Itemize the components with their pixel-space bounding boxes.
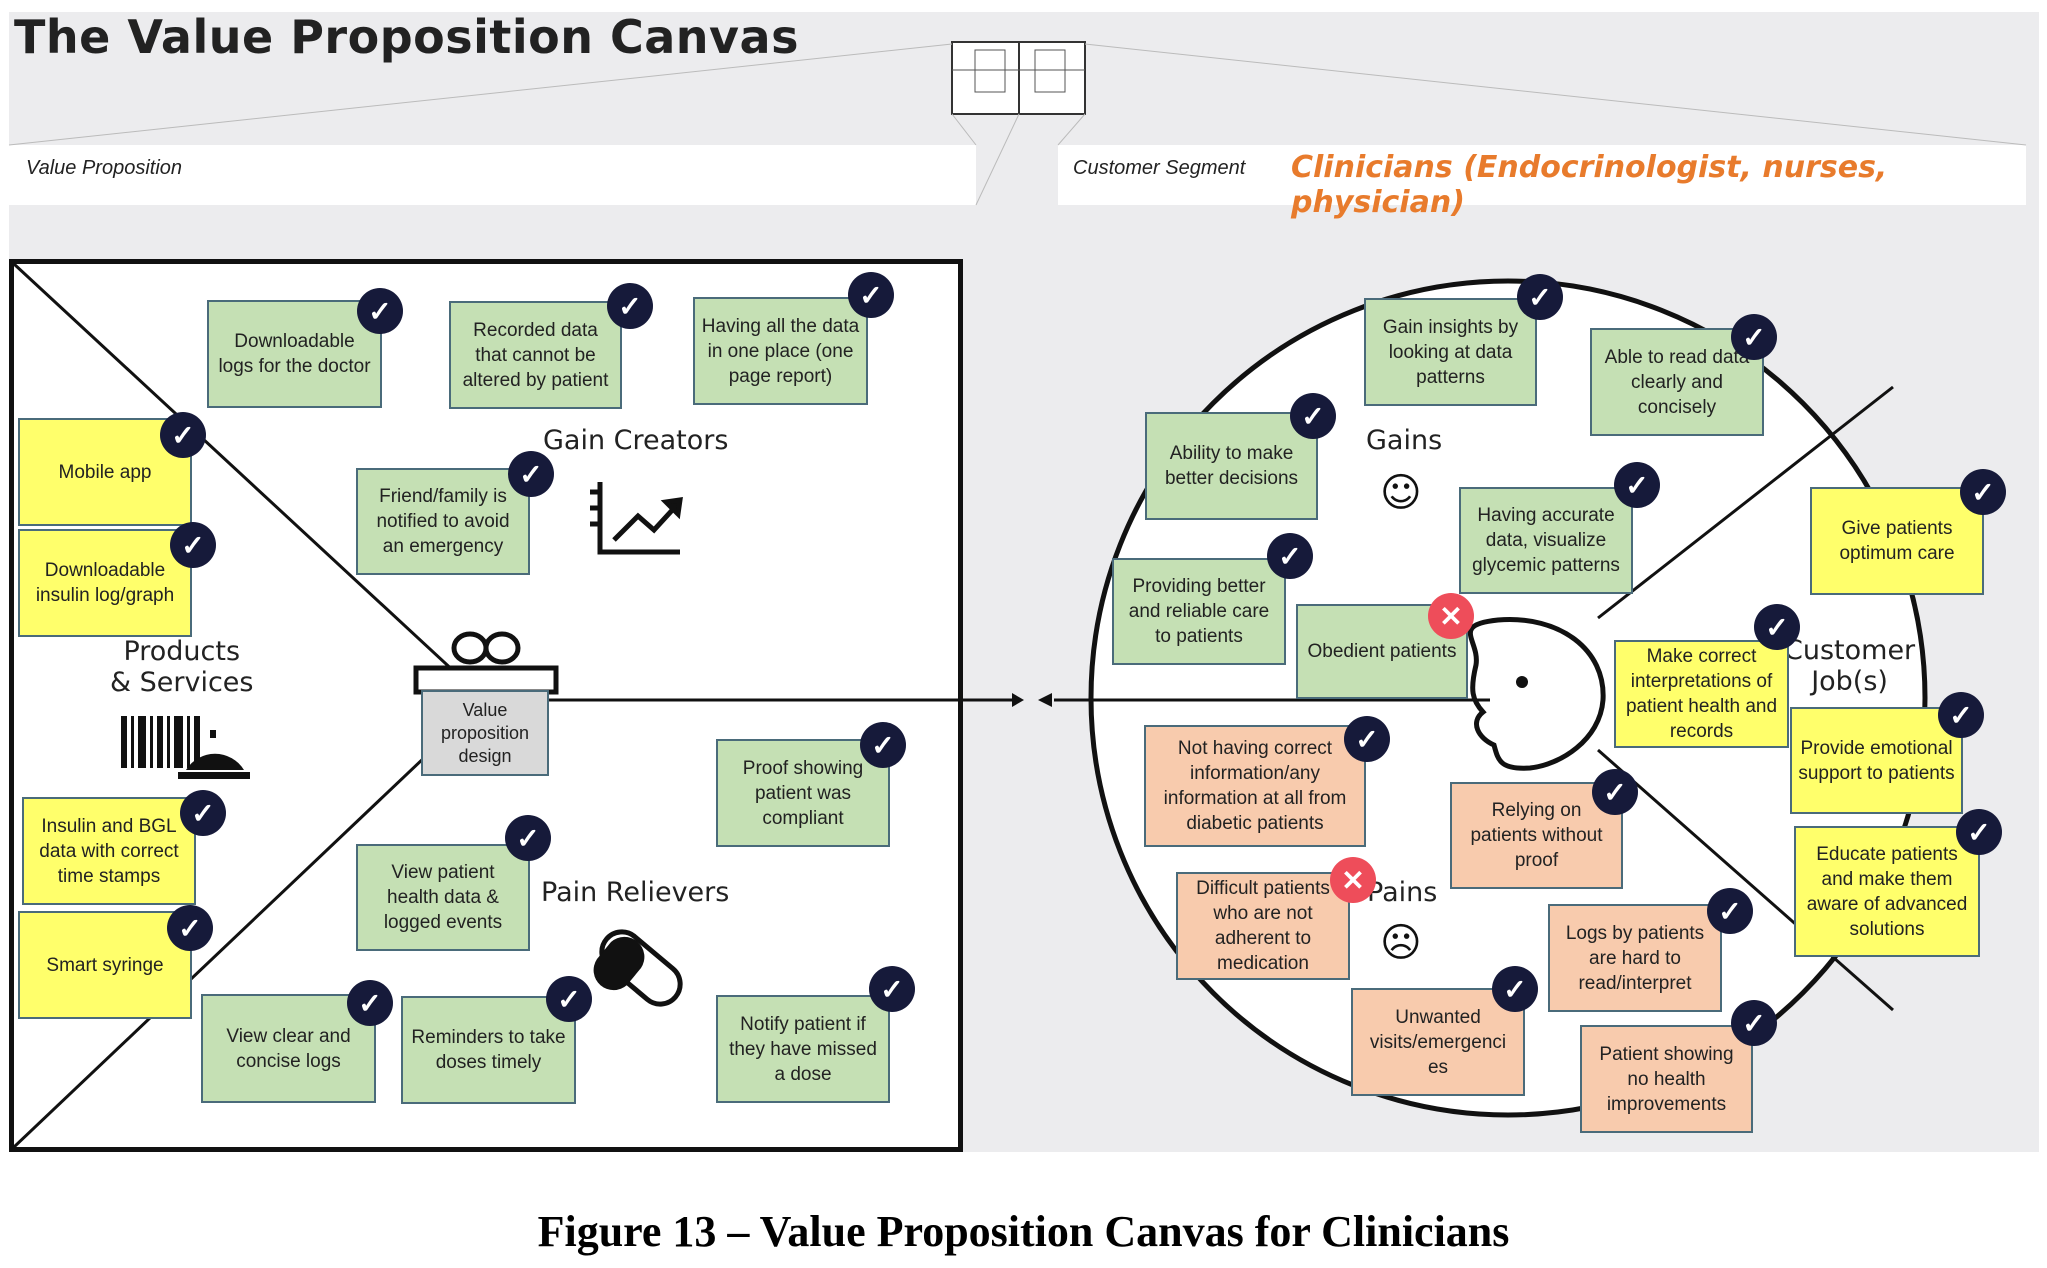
sticky-note: Having all the data in one place (one pa…: [693, 297, 868, 405]
check-icon: ✓: [167, 905, 213, 951]
check-icon: ✓: [347, 980, 393, 1026]
check-icon: ✓: [860, 722, 906, 768]
check-icon: ✓: [1938, 692, 1984, 738]
sticky-note: Logs by patients are hard to read/interp…: [1548, 904, 1722, 1012]
check-icon: ✓: [180, 790, 226, 836]
customer-segment-value: Clinicians (Endocrinologist, nurses, phy…: [1291, 150, 1888, 220]
check-icon: ✓: [1290, 393, 1336, 439]
sticky-note: Patient showing no health improvements: [1580, 1025, 1753, 1133]
sticky-note: View clear and concise logs: [201, 994, 376, 1103]
check-icon: ✓: [1956, 809, 2002, 855]
check-icon: ✓: [848, 272, 894, 318]
sticky-note: Providing better and reliable care to pa…: [1112, 558, 1286, 665]
sticky-note: Not having correct information/any infor…: [1144, 725, 1366, 847]
cross-icon: ✕: [1330, 857, 1376, 903]
pain-relievers-label: Pain Relievers: [541, 877, 730, 908]
check-icon: ✓: [1344, 716, 1390, 762]
value-proposition-label: Value Proposition: [26, 157, 183, 179]
check-icon: ✓: [160, 412, 206, 458]
sticky-note: Gain insights by looking at data pattern…: [1364, 298, 1537, 406]
cross-icon: ✕: [1428, 593, 1474, 639]
pains-label: Pains: [1367, 877, 1438, 908]
page-title: The Value Proposition Canvas: [14, 10, 799, 64]
check-icon: ✓: [869, 966, 915, 1012]
value-proposition-header: [9, 145, 976, 205]
products-services-label: Products & Services: [110, 636, 254, 698]
sticky-note: Insulin and BGL data with correct time s…: [22, 797, 196, 905]
check-icon: ✓: [546, 976, 592, 1022]
check-icon: ✓: [607, 283, 653, 329]
sticky-note: Give patients optimum care: [1810, 487, 1984, 595]
gain-creators-label: Gain Creators: [543, 425, 729, 456]
frown-icon: ☹: [1380, 920, 1422, 966]
figure-caption: Figure 13 – Value Proposition Canvas for…: [537, 1207, 1510, 1256]
customer-segment-label: Customer Segment: [1073, 157, 1246, 179]
check-icon: ✓: [1492, 966, 1538, 1012]
check-icon: ✓: [1614, 462, 1660, 508]
sticky-note: Difficult patients who are not adherent …: [1176, 872, 1350, 980]
sticky-note: Smart syringe: [18, 911, 192, 1019]
check-icon: ✓: [1592, 769, 1638, 815]
customer-jobs-label: Customer Job(s): [1784, 635, 1916, 697]
sticky-note: Friend/family is notified to avoid an em…: [356, 468, 530, 575]
sticky-note: Provide emotional support to patients: [1790, 707, 1963, 814]
sticky-note: Make correct interpretations of patient …: [1614, 640, 1789, 748]
check-icon: ✓: [1731, 1000, 1777, 1046]
check-icon: ✓: [508, 451, 554, 497]
check-icon: ✓: [505, 815, 551, 861]
sticky-note: Ability to make better decisions: [1145, 412, 1318, 520]
value-proposition-design-box: Value proposition design: [421, 690, 549, 776]
smile-icon: ☺: [1380, 470, 1422, 516]
check-icon: ✓: [1754, 604, 1800, 650]
sticky-note: Downloadable insulin log/graph: [18, 529, 192, 637]
sticky-note: Reminders to take doses timely: [401, 996, 576, 1104]
sticky-note: Recorded data that cannot be altered by …: [449, 301, 622, 409]
customer-segment-header: [1058, 145, 2026, 205]
sticky-note: Notify patient if they have missed a dos…: [716, 995, 890, 1103]
check-icon: ✓: [1267, 533, 1313, 579]
sticky-note: Educate patients and make them aware of …: [1794, 826, 1980, 957]
sticky-note: View patient health data & logged events: [356, 844, 530, 951]
gains-label: Gains: [1366, 425, 1443, 456]
sticky-note: Proof showing patient was compliant: [716, 739, 890, 847]
check-icon: ✓: [170, 522, 216, 568]
sticky-note: Having accurate data, visualize glycemic…: [1459, 487, 1633, 594]
check-icon: ✓: [1731, 314, 1777, 360]
check-icon: ✓: [1707, 888, 1753, 934]
check-icon: ✓: [1517, 274, 1563, 320]
check-icon: ✓: [1960, 469, 2006, 515]
check-icon: ✓: [357, 288, 403, 334]
sticky-note: Unwanted visits/emergenci es: [1351, 988, 1525, 1096]
sticky-note: Downloadable logs for the doctor: [207, 300, 382, 408]
